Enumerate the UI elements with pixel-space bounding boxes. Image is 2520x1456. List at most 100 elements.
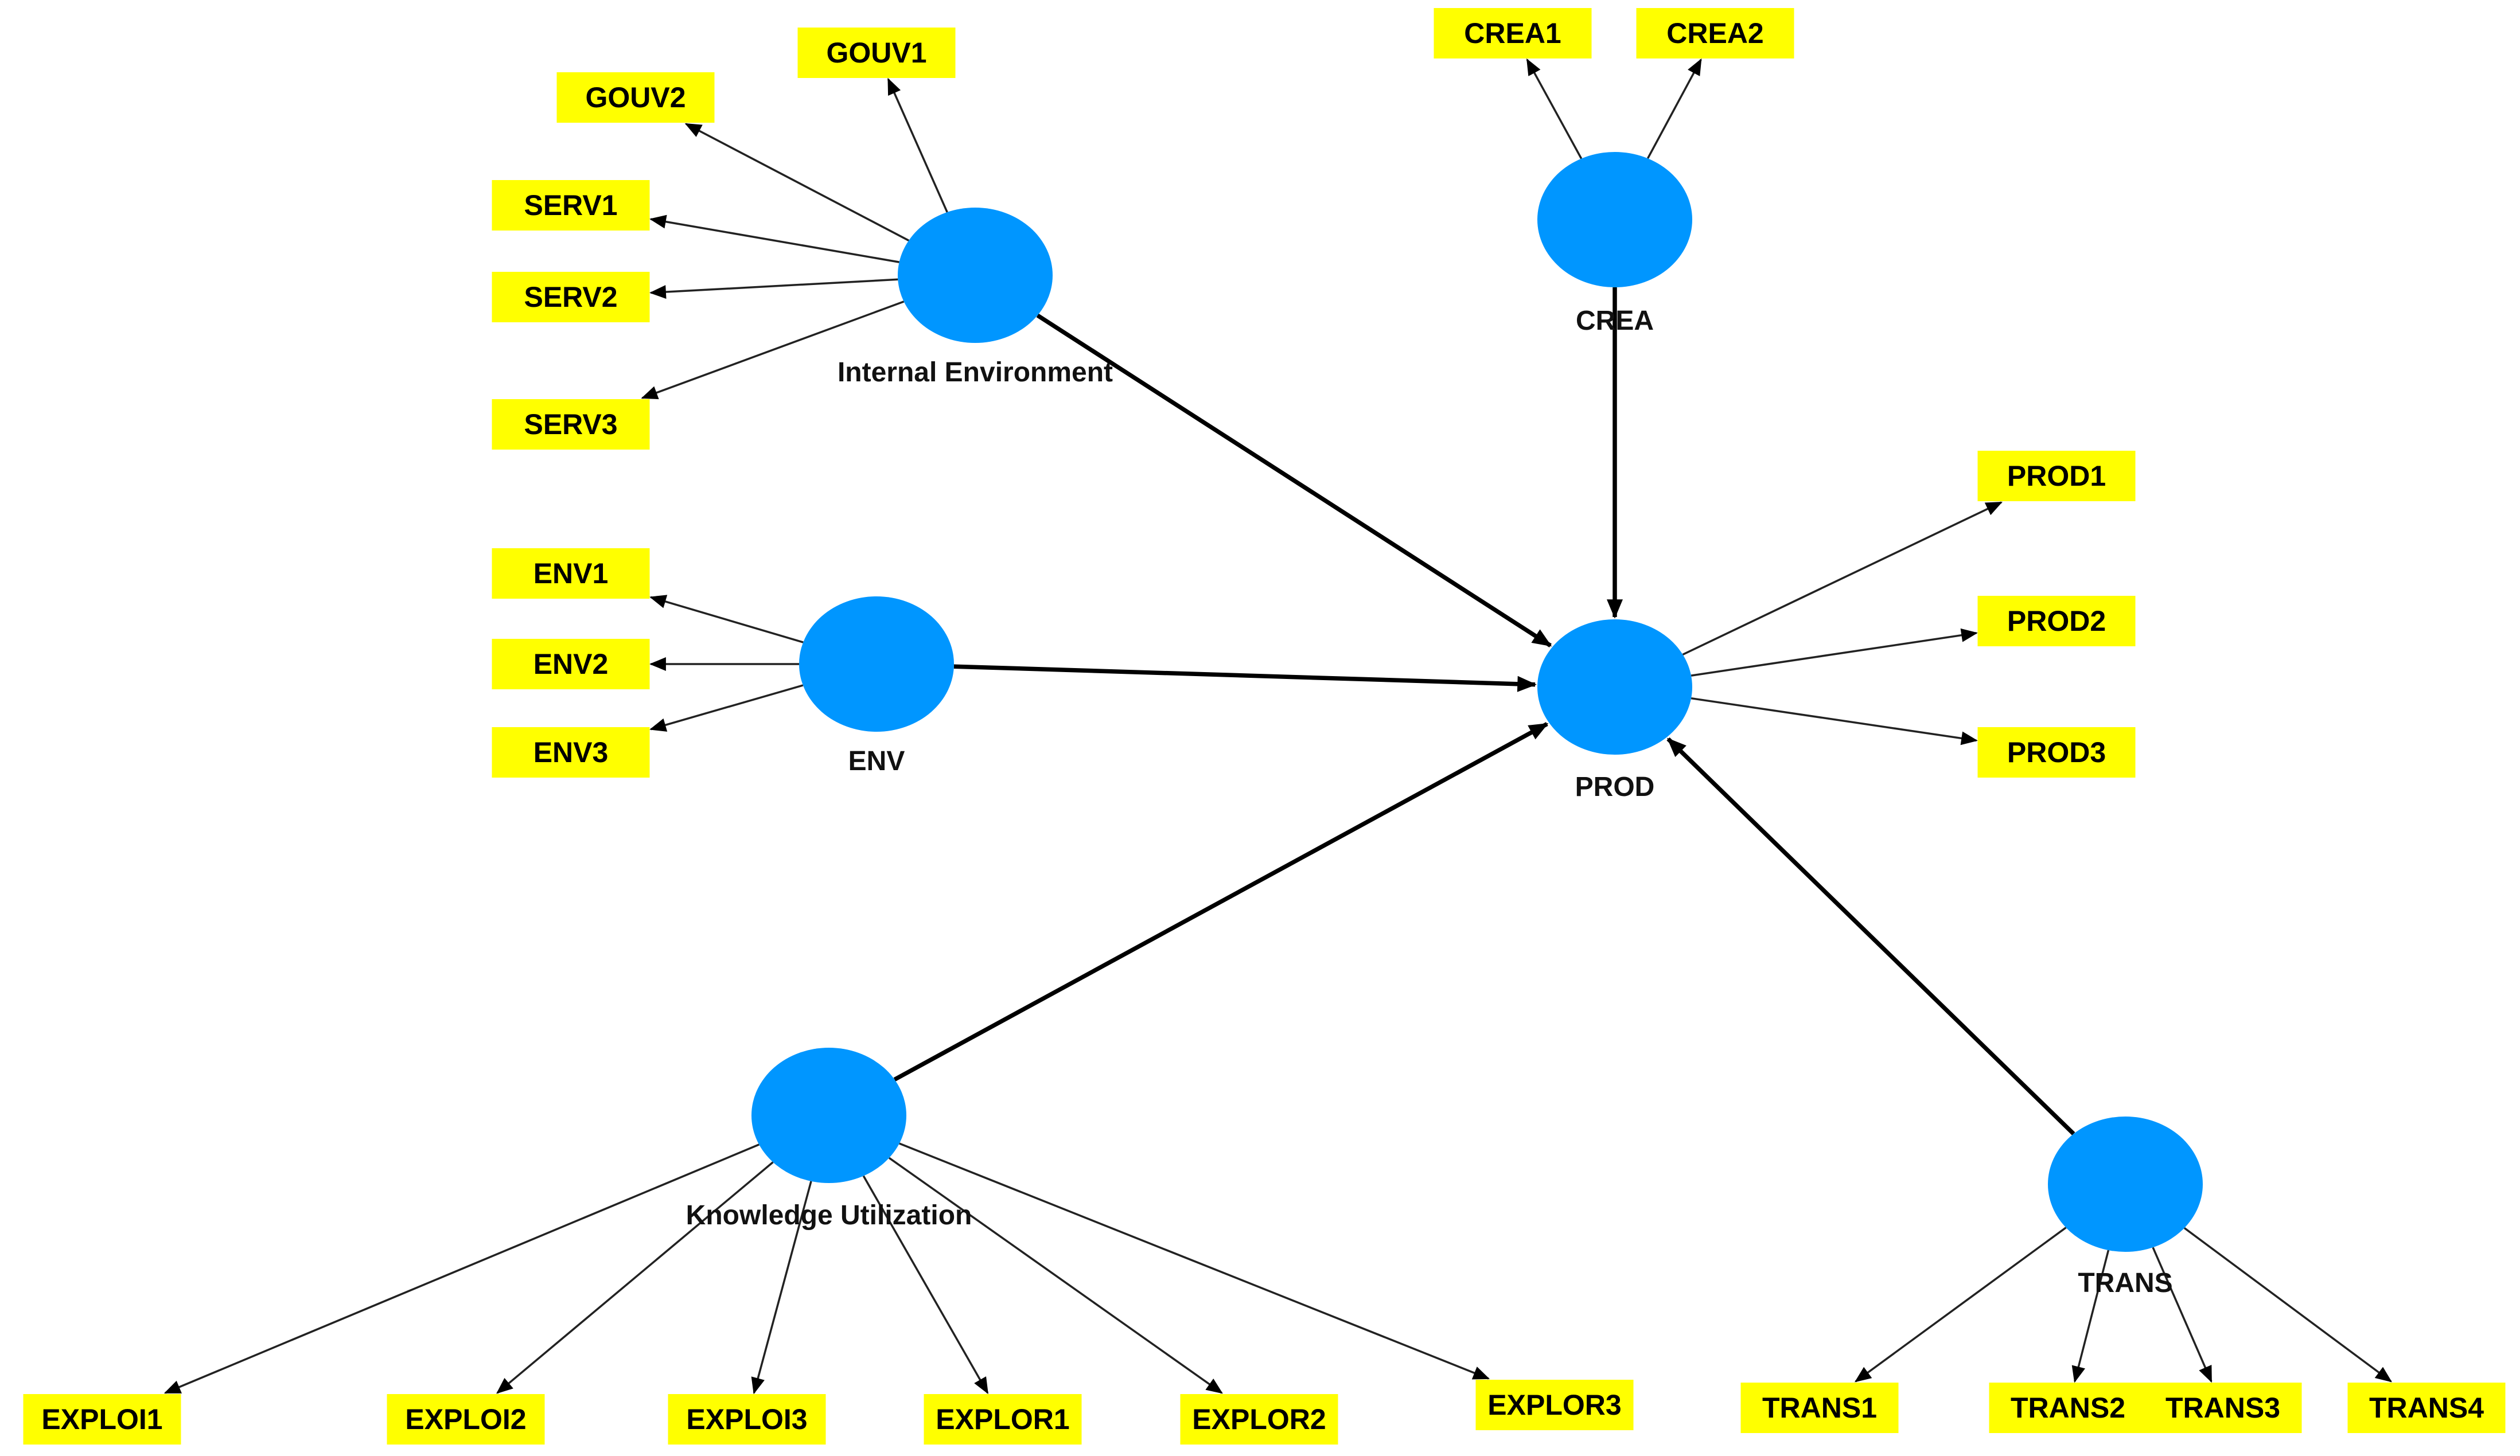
indicator-node-env1[interactable]: ENV1	[492, 548, 650, 599]
indicator-box	[1977, 727, 2136, 778]
indicator-label: SERV3	[524, 408, 617, 440]
latent-node-env[interactable]: ENV	[799, 596, 954, 776]
indicator-node-serv3[interactable]: SERV3	[492, 399, 650, 450]
indicator-box	[1475, 1380, 1634, 1430]
loading-arrow-crea1	[1526, 58, 1583, 159]
edges-layer	[163, 58, 2393, 1395]
indicator-node-trans1[interactable]: TRANS1	[1740, 1383, 1899, 1433]
indicator-node-serv2[interactable]: SERV2	[492, 272, 650, 322]
latent-ellipse	[799, 596, 954, 732]
indicator-label: ENV2	[533, 648, 609, 680]
latent-node-prod[interactable]: PROD	[1537, 619, 1692, 802]
indicator-node-prod3[interactable]: PROD3	[1977, 727, 2136, 778]
latent-node-internal_environment[interactable]: Internal Environment	[838, 208, 1113, 388]
indicator-box	[1977, 451, 2136, 501]
loading-arrow-exploi3	[751, 1181, 812, 1395]
loading-arrow-trans1	[1854, 1227, 2067, 1383]
indicator-label: GOUV2	[585, 81, 685, 114]
indicator-node-crea2[interactable]: CREA2	[1636, 8, 1794, 58]
indicator-node-gouv1[interactable]: GOUV1	[797, 28, 956, 78]
indicator-box	[1989, 1383, 2147, 1433]
indicator-label: PROD2	[2007, 605, 2106, 637]
loading-arrow-explor1	[862, 1175, 989, 1395]
indicator-box	[1434, 8, 1592, 58]
indicator-box	[1740, 1383, 1899, 1433]
indicator-label: CREA1	[1464, 17, 1561, 49]
indicator-label: PROD3	[2007, 736, 2106, 768]
loading-arrow-prod3	[1691, 697, 1978, 745]
indicator-box	[2347, 1383, 2506, 1433]
path-arrow-knowledge_utilization-to-prod	[893, 722, 1549, 1082]
indicator-node-env3[interactable]: ENV3	[492, 727, 650, 778]
indicator-label: TRANS4	[2369, 1392, 2484, 1424]
indicator-node-trans4[interactable]: TRANS4	[2347, 1383, 2506, 1433]
latent-ellipse	[2048, 1117, 2203, 1252]
loading-arrow-explor2	[888, 1157, 1223, 1394]
indicator-box	[492, 639, 650, 689]
indicator-label: EXPLOR2	[1192, 1403, 1326, 1435]
indicator-node-exploi3[interactable]: EXPLOI3	[668, 1394, 826, 1445]
latent-label: CREA	[1576, 306, 1654, 336]
indicator-box	[492, 399, 650, 450]
latent-node-crea[interactable]: CREA	[1537, 152, 1692, 336]
indicator-label: GOUV1	[826, 37, 926, 69]
indicator-box	[668, 1394, 826, 1445]
indicator-label: ENV1	[533, 557, 609, 590]
indicator-box	[556, 72, 715, 123]
indicator-box	[492, 727, 650, 778]
latent-ellipse	[898, 208, 1053, 343]
indicator-box	[492, 548, 650, 599]
indicator-node-explor3[interactable]: EXPLOR3	[1475, 1380, 1634, 1430]
indicator-label: EXPLOI2	[405, 1403, 526, 1435]
loading-arrow-trans2	[2071, 1250, 2110, 1383]
indicator-box	[387, 1394, 545, 1445]
latent-ellipse	[1537, 619, 1692, 755]
indicator-box	[924, 1394, 1082, 1445]
latent-label: TRANS	[2078, 1268, 2172, 1298]
indicator-box	[2144, 1383, 2302, 1433]
loading-arrow-trans3	[2152, 1247, 2213, 1383]
loading-arrow-serv1	[649, 214, 899, 263]
loading-arrow-gouv1	[887, 77, 948, 213]
indicator-box	[1977, 596, 2136, 646]
indicator-label: TRANS2	[2011, 1392, 2125, 1424]
latent-label: Knowledge Utilization	[686, 1200, 972, 1231]
indicator-node-trans2[interactable]: TRANS2	[1989, 1383, 2147, 1433]
indicator-node-env2[interactable]: ENV2	[492, 639, 650, 689]
indicator-node-exploi2[interactable]: EXPLOI2	[387, 1394, 545, 1445]
path-arrow-trans-to-prod	[1666, 737, 2075, 1135]
indicator-node-serv1[interactable]: SERV1	[492, 180, 650, 231]
latent-node-knowledge_utilization[interactable]: Knowledge Utilization	[686, 1048, 972, 1231]
indicator-box	[492, 180, 650, 231]
indicator-label: EXPLOR1	[936, 1403, 1069, 1435]
indicator-label: ENV3	[533, 736, 609, 768]
indicator-node-gouv2[interactable]: GOUV2	[556, 72, 715, 123]
indicator-node-trans3[interactable]: TRANS3	[2144, 1383, 2302, 1433]
indicator-label: EXPLOI3	[686, 1403, 807, 1435]
indicator-label: SERV1	[524, 189, 617, 221]
indicator-node-explor2[interactable]: EXPLOR2	[1180, 1394, 1338, 1445]
latent-ellipse	[1537, 152, 1692, 287]
loading-arrow-env1	[649, 595, 804, 643]
indicator-node-prod2[interactable]: PROD2	[1977, 596, 2136, 646]
latent-node-trans[interactable]: TRANS	[2048, 1117, 2203, 1298]
indicator-label: EXPLOR3	[1487, 1389, 1621, 1421]
indicator-node-explor1[interactable]: EXPLOR1	[924, 1394, 1082, 1445]
indicator-box	[797, 28, 956, 78]
loading-arrow-serv2	[649, 278, 898, 299]
path-arrow-env-to-prod	[953, 664, 1537, 692]
indicator-node-exploi1[interactable]: EXPLOI1	[23, 1394, 181, 1445]
indicator-box	[23, 1394, 181, 1445]
loading-arrow-env3	[649, 684, 804, 732]
indicator-label: SERV2	[524, 281, 617, 313]
latent-ellipse	[751, 1048, 906, 1183]
loading-arrow-serv3	[641, 300, 905, 400]
latent-label: ENV	[848, 746, 905, 776]
indicator-box	[1636, 8, 1794, 58]
loading-arrow-exploi2	[496, 1161, 774, 1394]
indicator-node-crea1[interactable]: CREA1	[1434, 8, 1592, 58]
indicator-node-prod1[interactable]: PROD1	[1977, 451, 2136, 501]
loading-arrow-trans4	[2183, 1227, 2393, 1383]
latent-label: Internal Environment	[838, 357, 1113, 388]
